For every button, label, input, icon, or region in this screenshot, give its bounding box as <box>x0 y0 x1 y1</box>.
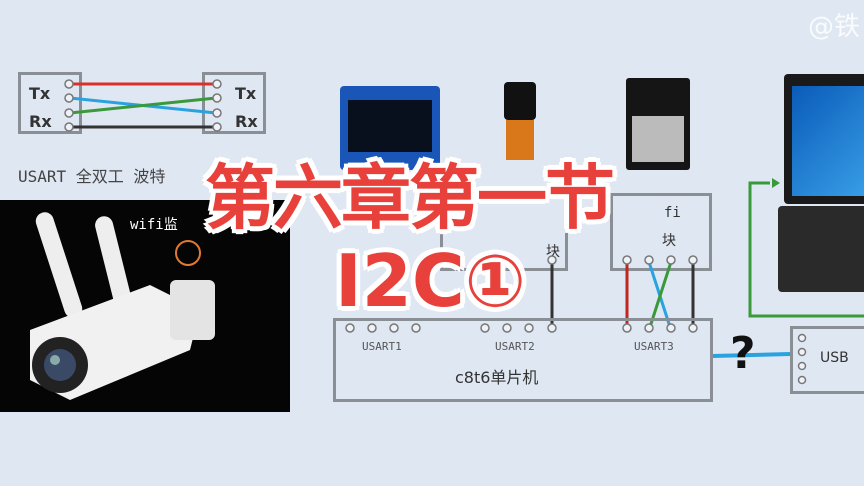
camera-module-image <box>498 82 546 162</box>
title-line1: 第六章第一节 <box>205 157 615 239</box>
usart2-label: USART2 <box>495 340 535 353</box>
wifi-module-label-bottom: 块 <box>662 233 676 249</box>
mcu-name: c8t6单片机 <box>455 368 539 387</box>
wifi-module-box <box>610 193 712 271</box>
usart-caption: USART 全双工 波特 <box>18 167 166 186</box>
mcu-box <box>333 318 713 402</box>
watermark: @铁 <box>807 12 860 42</box>
laptop-image <box>778 74 864 292</box>
camera-caption: wifi监 <box>130 217 178 233</box>
esp-wifi-module-image <box>626 78 690 170</box>
right-rx-label: Rx <box>235 112 258 131</box>
module-box <box>440 195 568 271</box>
usart-wires <box>64 79 222 132</box>
wifi-module-label-top: fi <box>664 205 681 221</box>
title-line2: I2C① <box>335 239 526 323</box>
usart1-label: USART1 <box>362 340 402 353</box>
usb-label: USB <box>820 350 849 366</box>
usb-box <box>790 326 864 394</box>
security-camera-image <box>30 212 215 400</box>
left-tx-label: Tx <box>29 84 51 103</box>
usart3-label: USART3 <box>634 340 674 353</box>
oled-display-image <box>340 86 440 170</box>
right-tx-label: Tx <box>235 84 257 103</box>
question-mark: ? <box>730 328 756 379</box>
camera-photo: wifi监 <box>0 200 290 412</box>
left-rx-label: Rx <box>29 112 52 131</box>
